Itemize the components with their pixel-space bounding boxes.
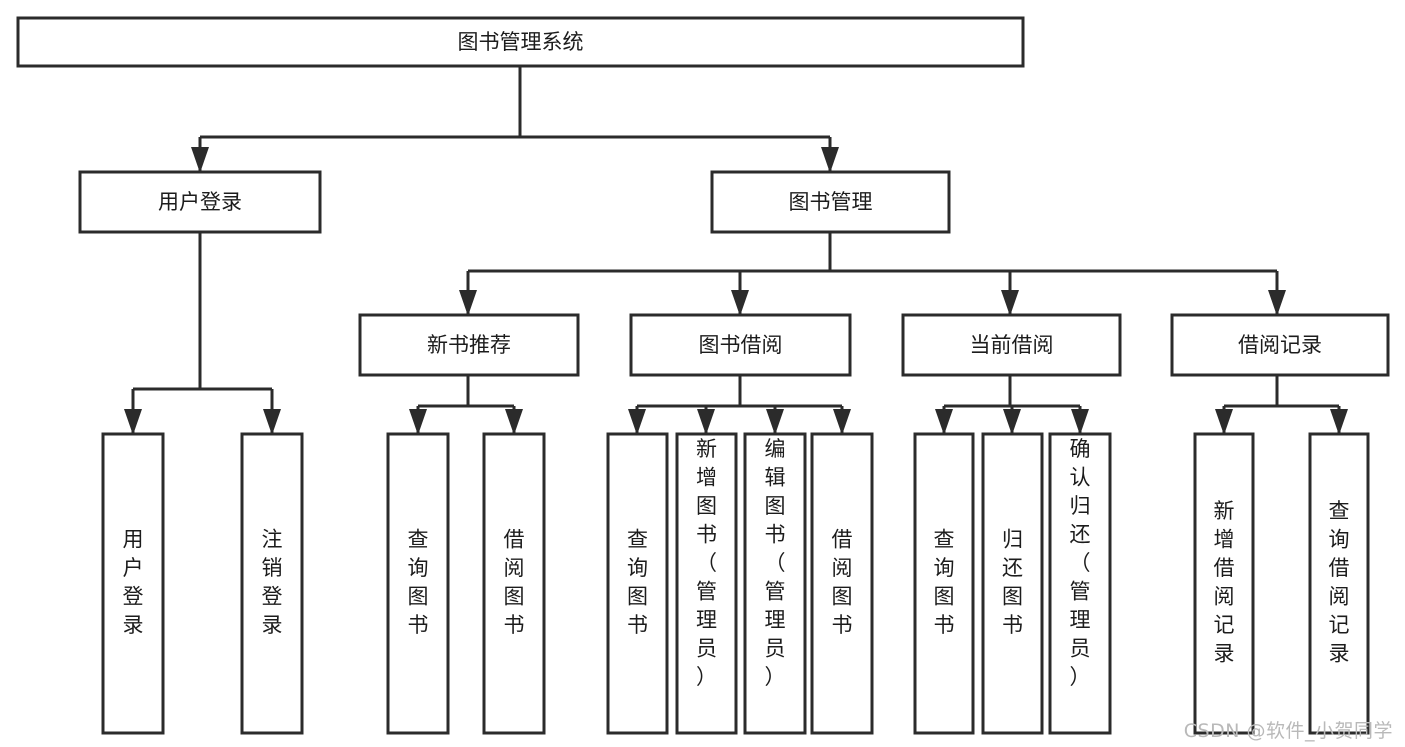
arrow-head-icon — [1003, 409, 1021, 435]
node-layer: 图书管理系统用户登录图书管理新书推荐图书借阅当前借阅借阅记录用户登录注销登录查询… — [16, 16, 1390, 735]
node-label-leaf-add-book: 新增图书（管理员） — [696, 437, 717, 689]
connector-group-user-login-to-leaves — [124, 232, 281, 435]
node-label-leaf-add-borrow-record: 新增借阅记录 — [1214, 499, 1235, 666]
node-box-book-management[interactable] — [710, 170, 951, 234]
arrow-head-icon — [1215, 409, 1233, 435]
node-leaf-return-book[interactable]: 归还图书 — [981, 432, 1044, 735]
node-box-leaf-borrow-book[interactable] — [810, 432, 874, 735]
node-leaf-user-login[interactable]: 用户登录 — [101, 432, 165, 735]
node-root[interactable]: 图书管理系统 — [16, 16, 1025, 68]
node-box-leaf-return-book[interactable] — [981, 432, 1044, 735]
node-label-leaf-query-book: 查询图书 — [627, 528, 648, 638]
node-label-leaf-confirm-return: 确认归还（管理员） — [1070, 437, 1091, 689]
node-box-user-login[interactable] — [78, 170, 322, 234]
connector-group-recommend-to-leaves — [409, 375, 523, 435]
connector-layer — [124, 66, 1348, 435]
node-book-management[interactable]: 图书管理 — [710, 170, 951, 234]
node-label-new-book-recommend: 新书推荐 — [427, 333, 511, 357]
node-box-new-book-recommend[interactable] — [358, 313, 580, 377]
node-box-leaf-query-book-current[interactable] — [913, 432, 975, 735]
node-leaf-edit-book[interactable]: 编辑图书（管理员） — [743, 432, 807, 735]
node-new-book-recommend[interactable]: 新书推荐 — [358, 313, 580, 377]
node-box-leaf-query-book[interactable] — [606, 432, 669, 735]
node-box-leaf-query-borrow-record[interactable] — [1308, 432, 1370, 735]
node-leaf-logout[interactable]: 注销登录 — [240, 432, 304, 735]
node-leaf-add-borrow-record[interactable]: 新增借阅记录 — [1193, 432, 1255, 735]
arrow-head-icon — [263, 409, 281, 435]
node-label-leaf-borrow-book-recommend: 借阅图书 — [504, 528, 525, 638]
arrow-head-icon — [1330, 409, 1348, 435]
node-label-book-management: 图书管理 — [789, 190, 873, 214]
node-box-leaf-confirm-return[interactable] — [1048, 432, 1112, 735]
node-leaf-query-book-current[interactable]: 查询图书 — [913, 432, 975, 735]
node-label-leaf-borrow-book: 借阅图书 — [832, 528, 853, 638]
connector-group-borrow-to-leaves — [628, 375, 851, 435]
connector-group-record-to-leaves — [1215, 375, 1348, 435]
node-box-borrow-record[interactable] — [1170, 313, 1390, 377]
node-leaf-query-book-recommend[interactable]: 查询图书 — [386, 432, 450, 735]
arrow-head-icon — [766, 409, 784, 435]
node-box-leaf-add-borrow-record[interactable] — [1193, 432, 1255, 735]
node-box-book-borrow[interactable] — [629, 313, 852, 377]
node-box-leaf-edit-book[interactable] — [743, 432, 807, 735]
arrow-head-icon — [124, 409, 142, 435]
node-box-leaf-add-book[interactable] — [675, 432, 738, 735]
node-label-user-login: 用户登录 — [158, 190, 242, 214]
node-leaf-borrow-book-recommend[interactable]: 借阅图书 — [482, 432, 546, 735]
node-label-leaf-logout: 注销登录 — [262, 528, 283, 638]
node-box-leaf-borrow-book-recommend[interactable] — [482, 432, 546, 735]
node-label-leaf-query-book-recommend: 查询图书 — [408, 528, 429, 638]
arrow-head-icon — [1268, 290, 1286, 316]
node-label-borrow-record: 借阅记录 — [1238, 333, 1322, 357]
node-box-leaf-logout[interactable] — [240, 432, 304, 735]
node-leaf-borrow-book[interactable]: 借阅图书 — [810, 432, 874, 735]
node-label-leaf-query-borrow-record: 查询借阅记录 — [1329, 499, 1350, 666]
node-leaf-add-book[interactable]: 新增图书（管理员） — [675, 432, 738, 735]
connector-group-current-to-leaves — [935, 375, 1089, 435]
node-book-borrow[interactable]: 图书借阅 — [629, 313, 852, 377]
arrow-head-icon — [505, 409, 523, 435]
node-label-book-borrow: 图书借阅 — [699, 333, 783, 357]
arrow-head-icon — [821, 147, 839, 173]
arrow-head-icon — [697, 409, 715, 435]
node-box-leaf-user-login[interactable] — [101, 432, 165, 735]
node-label-leaf-edit-book: 编辑图书（管理员） — [765, 437, 786, 689]
node-box-leaf-query-book-recommend[interactable] — [386, 432, 450, 735]
node-leaf-query-book[interactable]: 查询图书 — [606, 432, 669, 735]
arrow-head-icon — [191, 147, 209, 173]
node-label-leaf-return-book: 归还图书 — [1002, 528, 1023, 638]
node-current-borrow[interactable]: 当前借阅 — [901, 313, 1122, 377]
arrow-head-icon — [459, 290, 477, 316]
node-leaf-query-borrow-record[interactable]: 查询借阅记录 — [1308, 432, 1370, 735]
node-label-current-borrow: 当前借阅 — [970, 333, 1054, 357]
node-label-leaf-query-book-current: 查询图书 — [934, 528, 955, 638]
connector-group-root-to-level2 — [191, 66, 839, 173]
arrow-head-icon — [833, 409, 851, 435]
arrow-head-icon — [1001, 290, 1019, 316]
node-label-root: 图书管理系统 — [458, 30, 584, 54]
node-box-root[interactable] — [16, 16, 1025, 68]
arrow-head-icon — [731, 290, 749, 316]
arrow-head-icon — [1071, 409, 1089, 435]
node-box-current-borrow[interactable] — [901, 313, 1122, 377]
node-label-leaf-user-login: 用户登录 — [123, 528, 144, 638]
connector-group-book-management-to-level3 — [459, 232, 1286, 316]
arrow-head-icon — [628, 409, 646, 435]
node-borrow-record[interactable]: 借阅记录 — [1170, 313, 1390, 377]
arrow-head-icon — [935, 409, 953, 435]
arrow-head-icon — [409, 409, 427, 435]
node-leaf-confirm-return[interactable]: 确认归还（管理员） — [1048, 432, 1112, 735]
node-user-login[interactable]: 用户登录 — [78, 170, 322, 234]
